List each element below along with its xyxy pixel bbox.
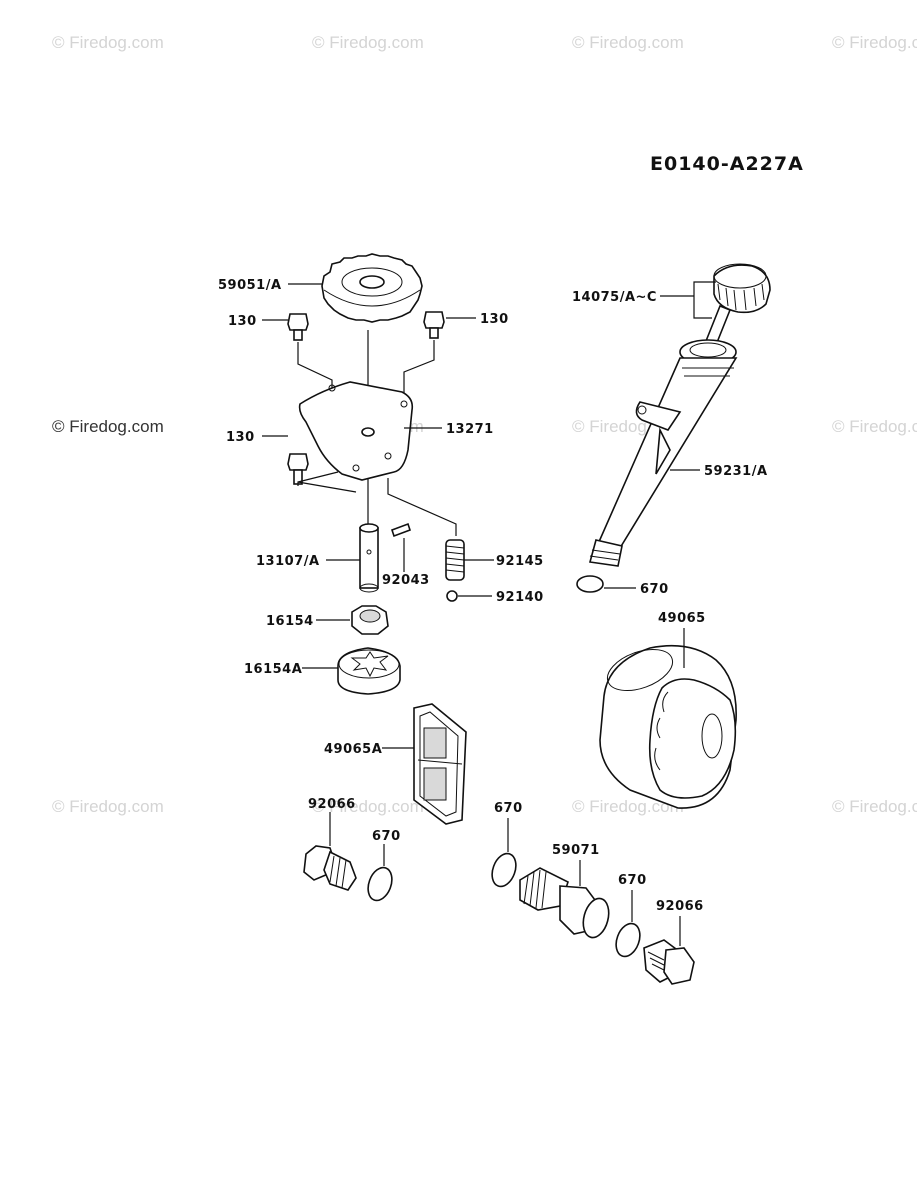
label-130-lower: 130 [226,430,255,445]
outer-rotor-16154A [337,647,401,695]
label-670-left: 670 [372,829,401,844]
ball-92140 [446,590,458,602]
watermark: © Firedog.com [832,797,917,816]
fitting-59071 [519,867,610,939]
watermarks: © Firedog.com © Firedog.com © Firedog.co… [52,33,917,816]
dipstick-14075 [702,263,771,352]
label-92043: 92043 [382,573,430,588]
label-130-left: 130 [228,314,257,329]
label-59051: 59051/A [218,278,282,293]
label-16154: 16154 [266,614,314,629]
label-92066-left: 92066 [308,797,356,812]
drain-plug-92066-left [303,845,357,891]
watermark: © Firedog.com [52,33,164,52]
diagram-code: E0140-A227A [650,153,804,175]
oring-670-left [367,866,393,902]
pump-cover-13271 [298,381,414,481]
oil-screen-49065A [413,703,467,825]
watermark: © Firedog.com [572,797,684,816]
label-13107: 13107/A [256,554,320,569]
watermark: © Firedog.com [832,33,917,52]
watermark: © Firedog.com [572,33,684,52]
label-59231: 59231/A [704,464,768,479]
watermark: © Firedog.com [52,417,164,436]
watermark: © Firedog.com [832,417,917,436]
oring-670-upper [576,575,604,593]
label-13271: 13271 [446,422,494,437]
watermark: © Firedog.com [312,797,424,816]
pin-92043 [390,522,412,538]
gear-59051 [321,253,423,323]
spring-92145 [445,539,465,581]
dipstick-tube-59231 [588,339,738,567]
label-49065: 49065 [658,611,706,626]
drain-plug-92066-right [643,939,695,985]
label-670-right: 670 [618,873,647,888]
label-14075: 14075/A~C [572,290,657,305]
oring-670-right [615,922,641,958]
bolt-130-right [423,311,445,339]
bolt-130-left [287,313,309,341]
watermark: © Firedog.com [312,33,424,52]
label-130-right: 130 [480,312,509,327]
label-92066-right: 92066 [656,899,704,914]
oil-filter-49065 [599,644,737,809]
oring-670-middle [491,852,517,888]
label-59071: 59071 [552,843,600,858]
label-92140: 92140 [496,590,544,605]
watermark: © Firedog.com [52,797,164,816]
label-16154A: 16154A [244,662,302,677]
bolt-130-lower [287,453,309,485]
label-670-upper: 670 [640,582,669,597]
label-670-middle: 670 [494,801,523,816]
label-49065A: 49065A [324,742,382,757]
inner-rotor-16154 [351,605,389,635]
label-92145: 92145 [496,554,544,569]
shaft-13107 [359,523,379,593]
